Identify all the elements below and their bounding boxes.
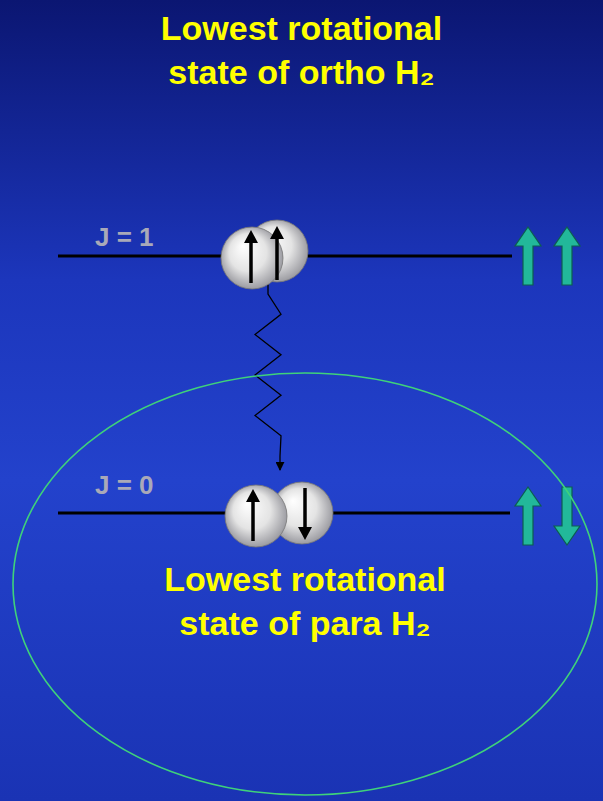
ellipse-outline	[13, 373, 597, 795]
transition-zigzag	[255, 258, 281, 470]
label-text: Lowest rotational state of ortho H₂	[122, 6, 482, 94]
state-caption: Lowest rotational state of para H₂	[125, 557, 485, 645]
energy-level: J = 1	[58, 222, 512, 258]
state-ellipse: Lowest rotational state of para H₂ J = 0	[12, 372, 598, 796]
para-molecule	[225, 482, 333, 547]
level-label: J = 0	[95, 470, 154, 500]
ortho-molecule	[221, 220, 308, 289]
level-label: J = 1	[95, 222, 154, 252]
spin-arrows-parallel	[515, 227, 580, 285]
energy-level: J = 0	[58, 470, 512, 514]
state-label: Lowest rotational state of ortho H₂	[0, 6, 603, 94]
